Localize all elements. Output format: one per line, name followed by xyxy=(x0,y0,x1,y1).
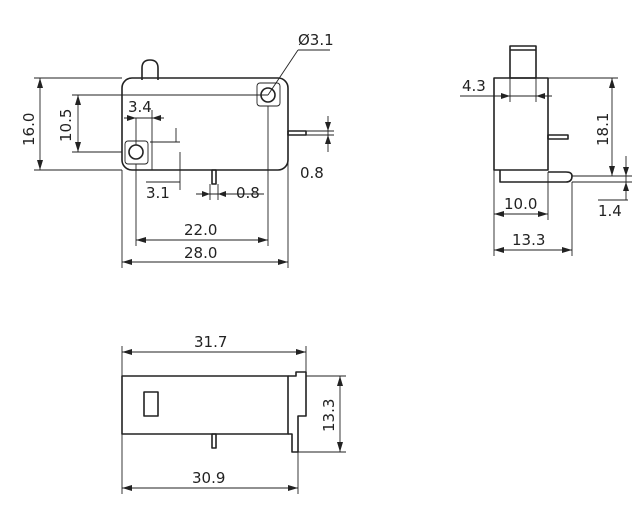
dim-terminal-thickness-side: 0.8 xyxy=(300,164,324,182)
bottom-right-terminal xyxy=(288,371,307,453)
dim-body-length: 30.9 xyxy=(192,469,225,487)
dim-hole-spacing-horizontal: 22.0 xyxy=(184,221,217,239)
dim-terminal-offset: 3.1 xyxy=(146,184,170,202)
dim-length-with-terminals: 31.7 xyxy=(194,333,227,351)
dim-width-overall: 13.3 xyxy=(512,231,545,249)
plunger-nub xyxy=(141,59,159,80)
side-view-terminal xyxy=(547,134,569,140)
mounting-hole-right-outline xyxy=(256,82,281,107)
side-bottom-terminal xyxy=(499,170,573,183)
front-view: Ø3.1 16.0 10.5 3.4 3.1 0 xyxy=(20,31,334,268)
dim-height-to-plunger: 18.1 xyxy=(594,113,612,146)
dim-hole-offset: 3.4 xyxy=(128,98,152,116)
dim-hole-spacing-vertical: 10.5 xyxy=(57,109,75,142)
dim-bottom-height: 13.3 xyxy=(320,399,338,432)
side-terminal xyxy=(287,130,307,136)
bottom-body xyxy=(121,375,289,435)
dim-length-overall: 28.0 xyxy=(184,244,217,262)
dim-height-overall: 16.0 xyxy=(20,113,38,146)
bottom-window xyxy=(143,391,159,417)
dim-terminal-height: 1.4 xyxy=(598,202,622,220)
bottom-view: 31.7 13.3 30.9 xyxy=(121,333,346,494)
side-view: 4.3 18.1 1.4 10.0 13.3 xyxy=(460,45,632,256)
bottom-pin xyxy=(211,433,217,449)
dim-body-width: 10.0 xyxy=(504,195,537,213)
dim-plunger-width: 4.3 xyxy=(462,77,486,95)
side-body xyxy=(493,77,549,171)
mounting-hole-left xyxy=(128,144,144,160)
bottom-terminal xyxy=(211,169,217,185)
dim-hole-diameter: Ø3.1 xyxy=(298,31,334,49)
mounting-hole-left-outline xyxy=(124,140,149,165)
dim-terminal-thickness: 0.8 xyxy=(236,184,260,202)
switch-body xyxy=(121,77,289,171)
